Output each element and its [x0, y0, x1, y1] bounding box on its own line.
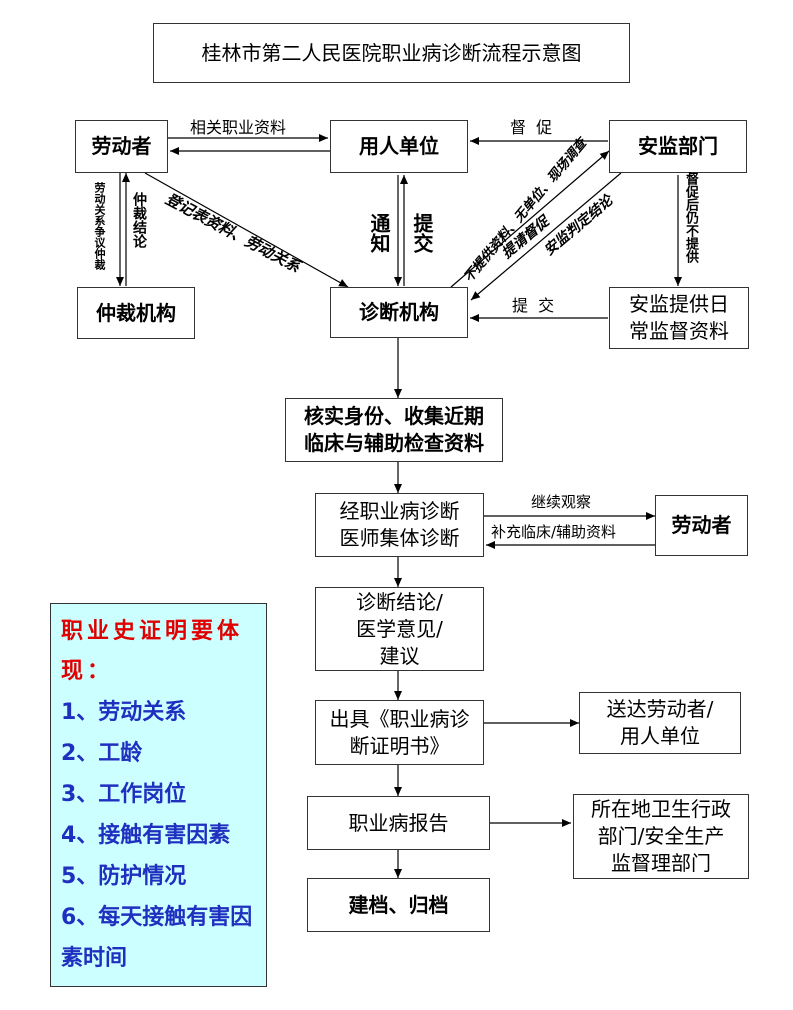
node-safety-provide: 安监提供日 常监督资料: [609, 287, 749, 349]
page-title: 桂林市第二人民医院职业病诊断流程示意图: [153, 23, 630, 83]
label-labor-dispute: 劳动关系争议仲裁: [93, 182, 106, 270]
node-deliver: 送达劳动者/ 用人单位: [579, 692, 741, 754]
node-laborer-right: 劳动者: [655, 495, 748, 556]
note-item: 2、工龄: [61, 741, 143, 766]
node-laborer: 劳动者: [75, 120, 168, 173]
note-item: 3、工作岗位: [61, 782, 187, 807]
node-certificate: 出具《职业病诊 断证明书》: [315, 700, 484, 765]
node-archive: 建档、归档: [307, 878, 490, 932]
node-safety-dept: 安监部门: [609, 120, 747, 173]
node-report: 职业病报告: [307, 796, 490, 850]
node-arbitration: 仲裁机构: [77, 287, 195, 339]
node-employer: 用人单位: [330, 120, 468, 173]
label-supervise: 督 促: [510, 118, 553, 137]
label-submit-horizontal: 提 交: [512, 296, 555, 315]
note-item: 5、防护情况: [61, 864, 187, 889]
arrow-safety-to-diagnosis: [470, 172, 622, 301]
node-diagnosis-org: 诊断机构: [330, 287, 468, 338]
note-item: 1、劳动关系: [61, 700, 187, 725]
node-report-to: 所在地卫生行政 部门/安全生产 监督理部门: [573, 794, 749, 879]
label-related-docs: 相关职业资料: [190, 118, 287, 137]
arrow-diagnosis-to-safety: [450, 150, 610, 288]
label-supplement: 补充临床/辅助资料: [491, 523, 617, 541]
node-collective: 经职业病诊断 医师集体诊断: [315, 493, 484, 557]
note-item: 6、每天接触有害因素时间: [61, 905, 253, 971]
label-supervise-still: 督促后仍不提供: [683, 172, 698, 263]
note-item: 4、接触有害因素: [61, 823, 231, 848]
occupational-history-note: 职业史证明要体现： 1、劳动关系 2、工龄 3、工作岗位 4、接触有害因素 5、…: [50, 603, 267, 987]
arrow-laborer-to-diagnosis: [144, 172, 349, 288]
label-arbitration-result: 仲裁结论: [131, 192, 147, 248]
note-title: 职业史证明要体现：: [61, 619, 244, 684]
label-submit-vertical: 提交: [410, 213, 434, 253]
label-notify: 通知: [367, 213, 391, 253]
label-continue-observe: 继续观察: [531, 493, 592, 511]
node-verify: 核实身份、收集近期 临床与辅助检查资料: [285, 398, 503, 462]
node-conclusion: 诊断结论/ 医学意见/ 建议: [315, 587, 484, 671]
